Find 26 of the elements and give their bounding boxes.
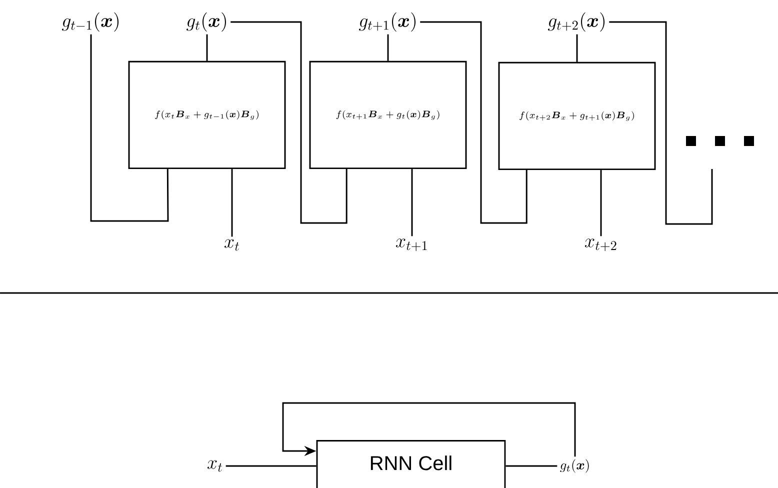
formula-box: $f(x_{t}\boldsymbol{B}_{x}+g_{t-1}(\boldsymbol{x})\boldsymbol{B}_{g})$ [128,60,286,170]
connector-line [90,34,169,222]
connector-line [506,465,558,467]
connector-line [411,169,413,236]
math-label: $x_{t+1}$ [396,238,427,252]
connector-line [226,465,316,467]
connector-line [600,170,602,236]
math-label: $x_{t}$ [224,239,240,251]
math-label: $g_{t+2}(\boldsymbol{x})$ [548,12,604,32]
formula-box: $f(x_{t+1}\boldsymbol{B}_{x}+g_{t}(\boldsymbol{x})\boldsymbol{B}_{g})$ [309,60,467,170]
connector-line [576,34,578,62]
connector-line [230,21,348,224]
connector-line [609,21,713,225]
math-label: $g_{t-1}(\boldsymbol{x})$ [62,12,118,32]
arrow [282,402,576,457]
formula-box: $f(x_{t+2}\boldsymbol{B}_{x}+g_{t+1}(\boldsymbol{x})\boldsymbol{B}_{g})$ [498,62,656,170]
connector-line [420,21,528,224]
connector-line [387,34,389,61]
rnn-cell-box: RNN Cell [316,440,506,488]
math-label: $g_{t}(\boldsymbol{x})$ [560,459,589,473]
connector-line [231,169,233,237]
math-label: $x_{t}$ [207,460,222,472]
math-label: $g_{t}(\boldsymbol{x})$ [186,12,226,32]
math-label: $x_{t+2}$ [584,238,616,252]
connector-line [206,34,208,61]
math-label: $g_{t+1}(\boldsymbol{x})$ [358,12,416,32]
